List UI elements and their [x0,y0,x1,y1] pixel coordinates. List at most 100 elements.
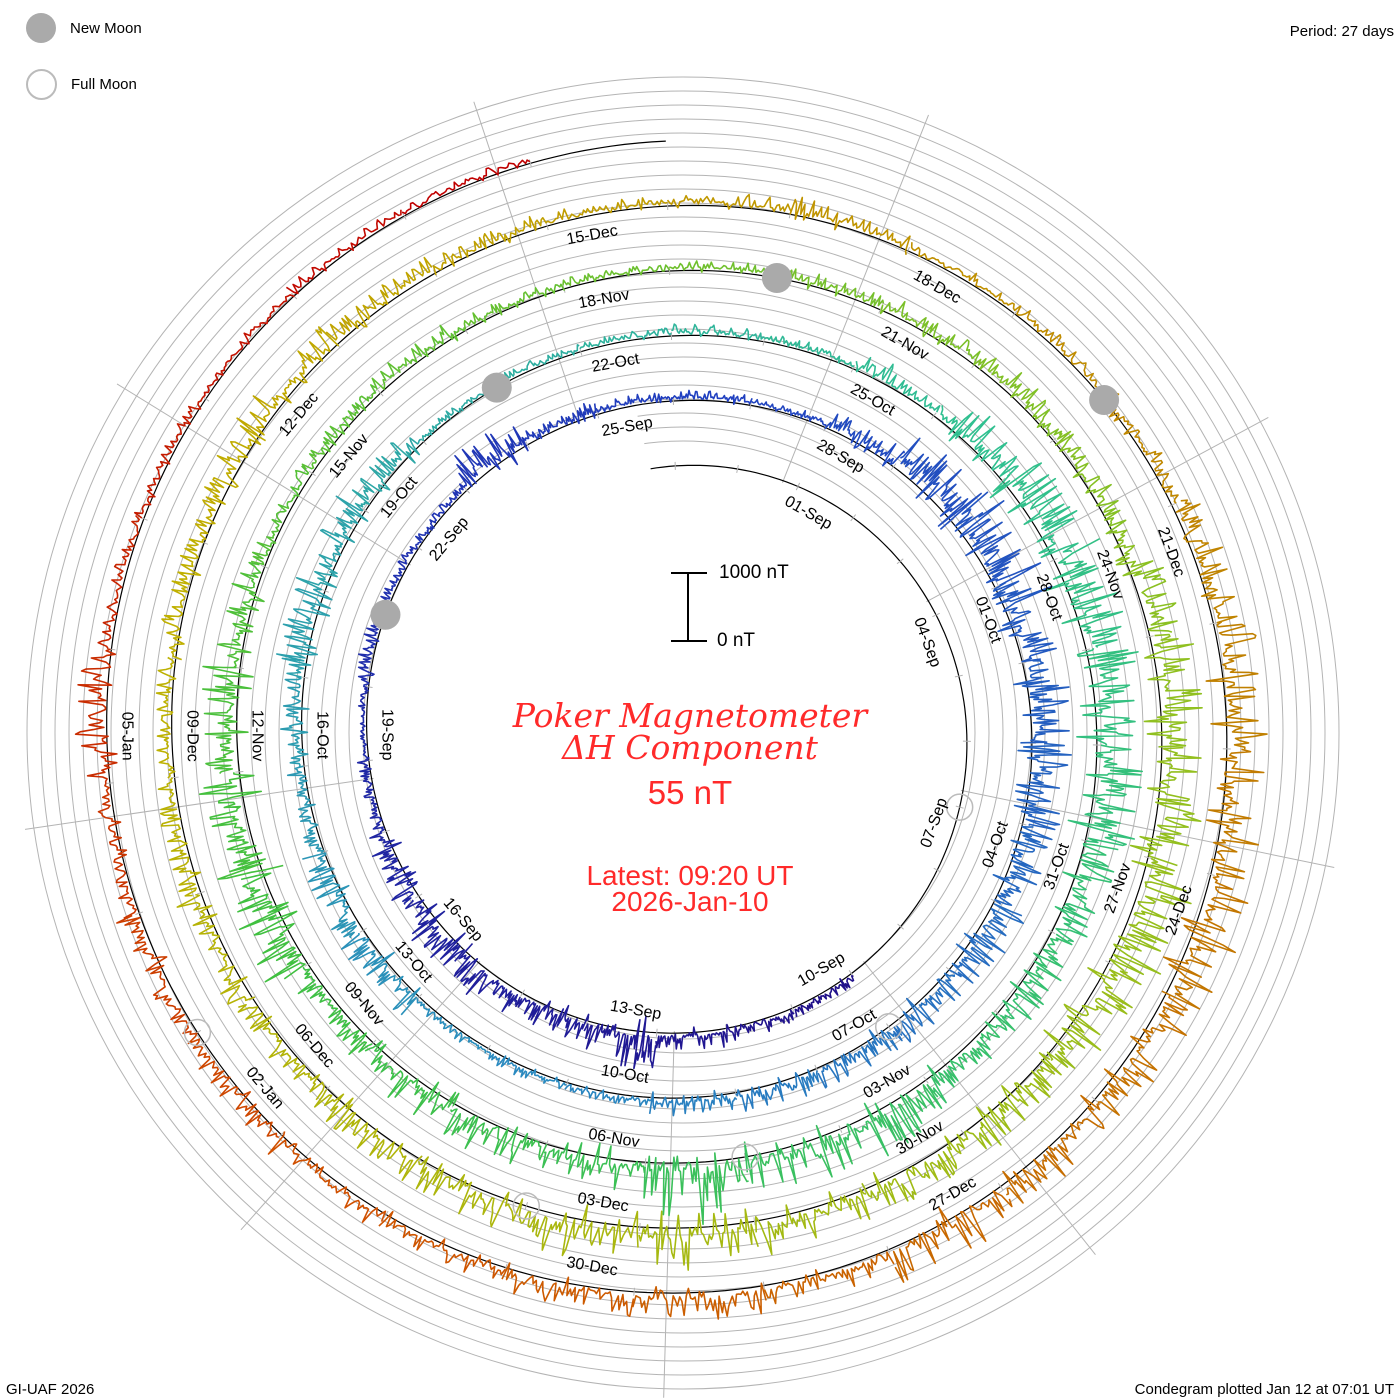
data-day-segment [134,396,204,519]
day-tick [1082,648,1091,652]
data-day-segment [364,1040,460,1116]
data-day-segment [1143,633,1203,748]
day-tick [1011,310,1018,318]
data-day-segment [541,1142,646,1191]
grid-radial-line [24,777,374,830]
day-tick [596,410,600,419]
day-tick [107,648,116,651]
day-tick [463,486,470,494]
data-day-segment [202,665,254,775]
data-day-segment [524,402,597,441]
data-day-segment [1055,430,1127,535]
data-day-segment [463,283,566,330]
day-tick [762,337,766,346]
grid-radial-line [960,789,1335,868]
date-label: 15-Dec [565,222,619,248]
data-day-segment [202,294,295,398]
data-day-segment [789,196,911,255]
data-day-segment [1076,647,1139,746]
new-moon-marker [1089,385,1120,416]
day-tick [1049,437,1057,444]
grid-circle [26,76,1340,1390]
day-tick [638,1222,641,1232]
data-day-segment [992,825,1053,907]
day-tick [850,514,857,522]
scale-bar [671,572,707,642]
data-day-segment [764,335,855,368]
data-day-segment [157,777,202,897]
grid-radial-line [781,114,929,483]
day-tick [1047,929,1056,935]
grid-circle [68,118,1298,1348]
data-day-segment [486,1050,567,1090]
legend-full-moon: Full Moon [26,69,137,100]
data-day-segment [454,426,529,488]
data-day-segment [632,1282,767,1320]
date-label: 06-Nov [587,1126,641,1151]
date-label: 30-Nov [893,1118,946,1159]
date-label: 05-Jan [118,712,135,761]
moon-markers [183,263,1120,1220]
data-day-segment [643,1152,749,1226]
date-label: 16-Oct [313,711,330,760]
data-day-segment [735,1069,820,1112]
date-label: 03-Dec [576,1190,630,1215]
day-tick [790,1004,795,1013]
data-day-segment [545,197,668,224]
day-tick [382,829,390,834]
data-day-segment [638,1208,759,1271]
data-day-segment [844,1084,943,1157]
day-tick [377,389,384,397]
data-day-segment [824,413,905,467]
grid-circle [54,104,1312,1362]
day-tick [633,1287,635,1296]
data-day-segment [401,159,531,215]
data-day-segment [369,831,418,905]
full-moon-icon [26,69,57,100]
data-day-segment [900,437,982,530]
data-day-segment [176,893,256,1005]
full-moon-marker [874,1013,903,1041]
data-day-segment [1129,746,1202,867]
day-tick [954,674,963,678]
day-tick [359,927,368,933]
grid-circle [250,300,1116,1166]
day-tick [278,1131,285,1138]
data-day-segment [371,324,465,390]
day-tick [960,1129,966,1137]
data-day-segment [861,1133,968,1206]
data-day-segment [794,975,855,1018]
grid-radial-line [863,961,1096,1255]
data-day-segment [743,1124,854,1188]
day-tick [415,893,423,899]
day-tick [1018,661,1027,665]
data-day-segment [1002,1094,1105,1204]
day-tick [1050,557,1058,563]
day-tick [364,685,373,689]
day-tick [135,911,144,915]
data-day-segment [817,1029,899,1089]
data-day-segment [351,437,422,508]
day-tick [300,676,309,679]
day-tick [519,989,526,997]
data-day-segment [974,357,1063,437]
day-tick [930,412,937,420]
legend-new-moon: New Moon [26,13,142,43]
data-day-segment [217,561,265,668]
data-day-segment [432,215,548,276]
data-day-segment [250,465,310,566]
day-tick [749,401,752,410]
day-tick [383,1210,389,1219]
data-day-segment [726,1009,795,1041]
day-tick [933,867,942,873]
grid-circle [40,90,1326,1376]
data-day-segment [1175,499,1238,624]
grid-radials [24,101,1335,1398]
data-day-segment [1097,995,1188,1116]
chart-title: Poker Magnetometer [512,696,868,735]
chart-subtitle: ΔH Component [562,728,818,767]
grid-circle [278,328,1088,1138]
day-tick [990,898,999,904]
data-day-segment [991,580,1057,663]
grid-radial-line [116,383,411,566]
